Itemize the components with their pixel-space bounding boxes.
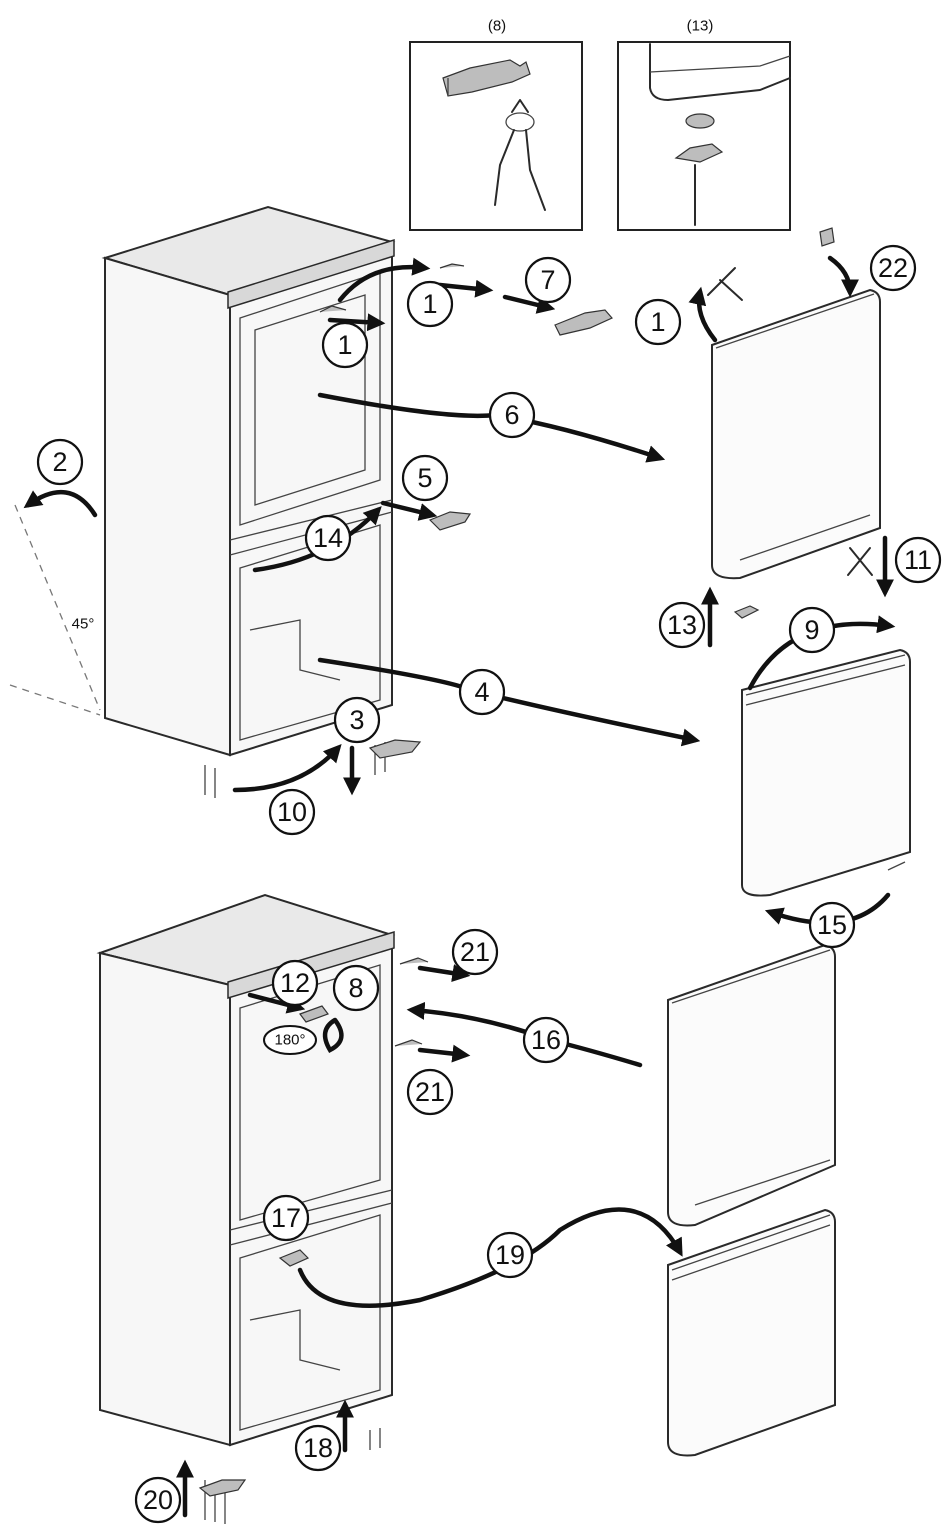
upper-door-top-right — [711, 288, 881, 580]
step-13-marker: 13 — [658, 601, 706, 649]
step-22-label: 22 — [878, 253, 908, 283]
door-corner-icon — [649, 43, 791, 101]
step-1c-label: 1 — [650, 307, 665, 337]
step-9-marker: 9 — [788, 606, 836, 654]
step-5-marker: 5 — [401, 454, 449, 502]
step-14-marker: 14 — [304, 514, 352, 562]
step-18-label: 18 — [303, 1433, 333, 1463]
step-21a-marker: 21 — [451, 928, 499, 976]
step-2-label: 2 — [52, 447, 67, 477]
step-15-label: 15 — [817, 910, 847, 940]
step-13-label: 13 — [667, 610, 697, 640]
hinge-pin-icon — [674, 113, 724, 226]
upper-door-bottom-right — [667, 943, 836, 1227]
step-9-label: 9 — [804, 615, 819, 645]
step-4-label: 4 — [474, 677, 489, 707]
step-4-marker: 4 — [458, 668, 506, 716]
step-11-marker: 11 — [894, 536, 942, 584]
step-6-marker: 6 — [488, 391, 536, 439]
fridge-cabinet-bottom — [96, 893, 396, 1524]
step-1a-label: 1 — [337, 330, 352, 360]
angle-label: 45° — [72, 616, 95, 633]
tilt-guide: 45° — [9, 504, 101, 716]
step-18-marker: 18 — [294, 1424, 342, 1472]
detail-box-13-label: (13) — [687, 18, 714, 35]
step-8-label: 8 — [348, 973, 363, 1003]
step-15-marker: 15 — [808, 901, 856, 949]
pliers-icon — [494, 99, 546, 211]
step-1c-marker: 1 — [634, 298, 682, 346]
step-1b-marker: 1 — [406, 280, 454, 328]
rotation-180-badge: 180° — [263, 1025, 317, 1055]
step-14-label: 14 — [313, 523, 343, 553]
step-22-marker: 22 — [869, 244, 917, 292]
step-17-label: 17 — [271, 1203, 301, 1233]
step-1b-label: 1 — [422, 289, 437, 319]
step-11-label: 11 — [904, 545, 932, 575]
step-19-marker: 19 — [486, 1231, 534, 1279]
step-21a-label: 21 — [460, 937, 490, 967]
detail-box-8: (8) — [409, 18, 583, 231]
lower-door-bottom-right — [667, 1208, 836, 1457]
step-20-marker: 20 — [134, 1476, 182, 1524]
step-21b-label: 21 — [415, 1077, 445, 1107]
detail-box-8-label: (8) — [488, 18, 506, 35]
step-6-label: 6 — [504, 400, 519, 430]
step-16-label: 16 — [531, 1025, 561, 1055]
rotation-label: 180° — [274, 1032, 305, 1049]
step-10-label: 10 — [277, 797, 307, 827]
detail-box-13: (13) — [617, 18, 791, 231]
step-17-marker: 17 — [262, 1194, 310, 1242]
step-3-marker: 3 — [333, 696, 381, 744]
step-1a-marker: 1 — [321, 321, 369, 369]
step-21b-marker: 21 — [406, 1068, 454, 1116]
step-19-label: 19 — [495, 1240, 525, 1270]
fridge-cabinet-top — [101, 205, 396, 798]
step-3-label: 3 — [349, 705, 364, 735]
step-12-label: 12 — [280, 968, 310, 998]
lower-door-middle-right — [741, 648, 911, 897]
step-10-marker: 10 — [268, 788, 316, 836]
hinge-bracket-icon — [442, 59, 531, 97]
step-2-marker: 2 — [36, 438, 84, 486]
step-8-marker: 8 — [332, 964, 380, 1012]
step-5-label: 5 — [417, 463, 432, 493]
small-parts — [198, 227, 906, 1497]
step-7-label: 7 — [540, 265, 555, 295]
step-12-marker: 12 — [271, 959, 319, 1007]
step-7-marker: 7 — [524, 256, 572, 304]
step-16-marker: 16 — [522, 1016, 570, 1064]
step-20-label: 20 — [143, 1485, 173, 1515]
